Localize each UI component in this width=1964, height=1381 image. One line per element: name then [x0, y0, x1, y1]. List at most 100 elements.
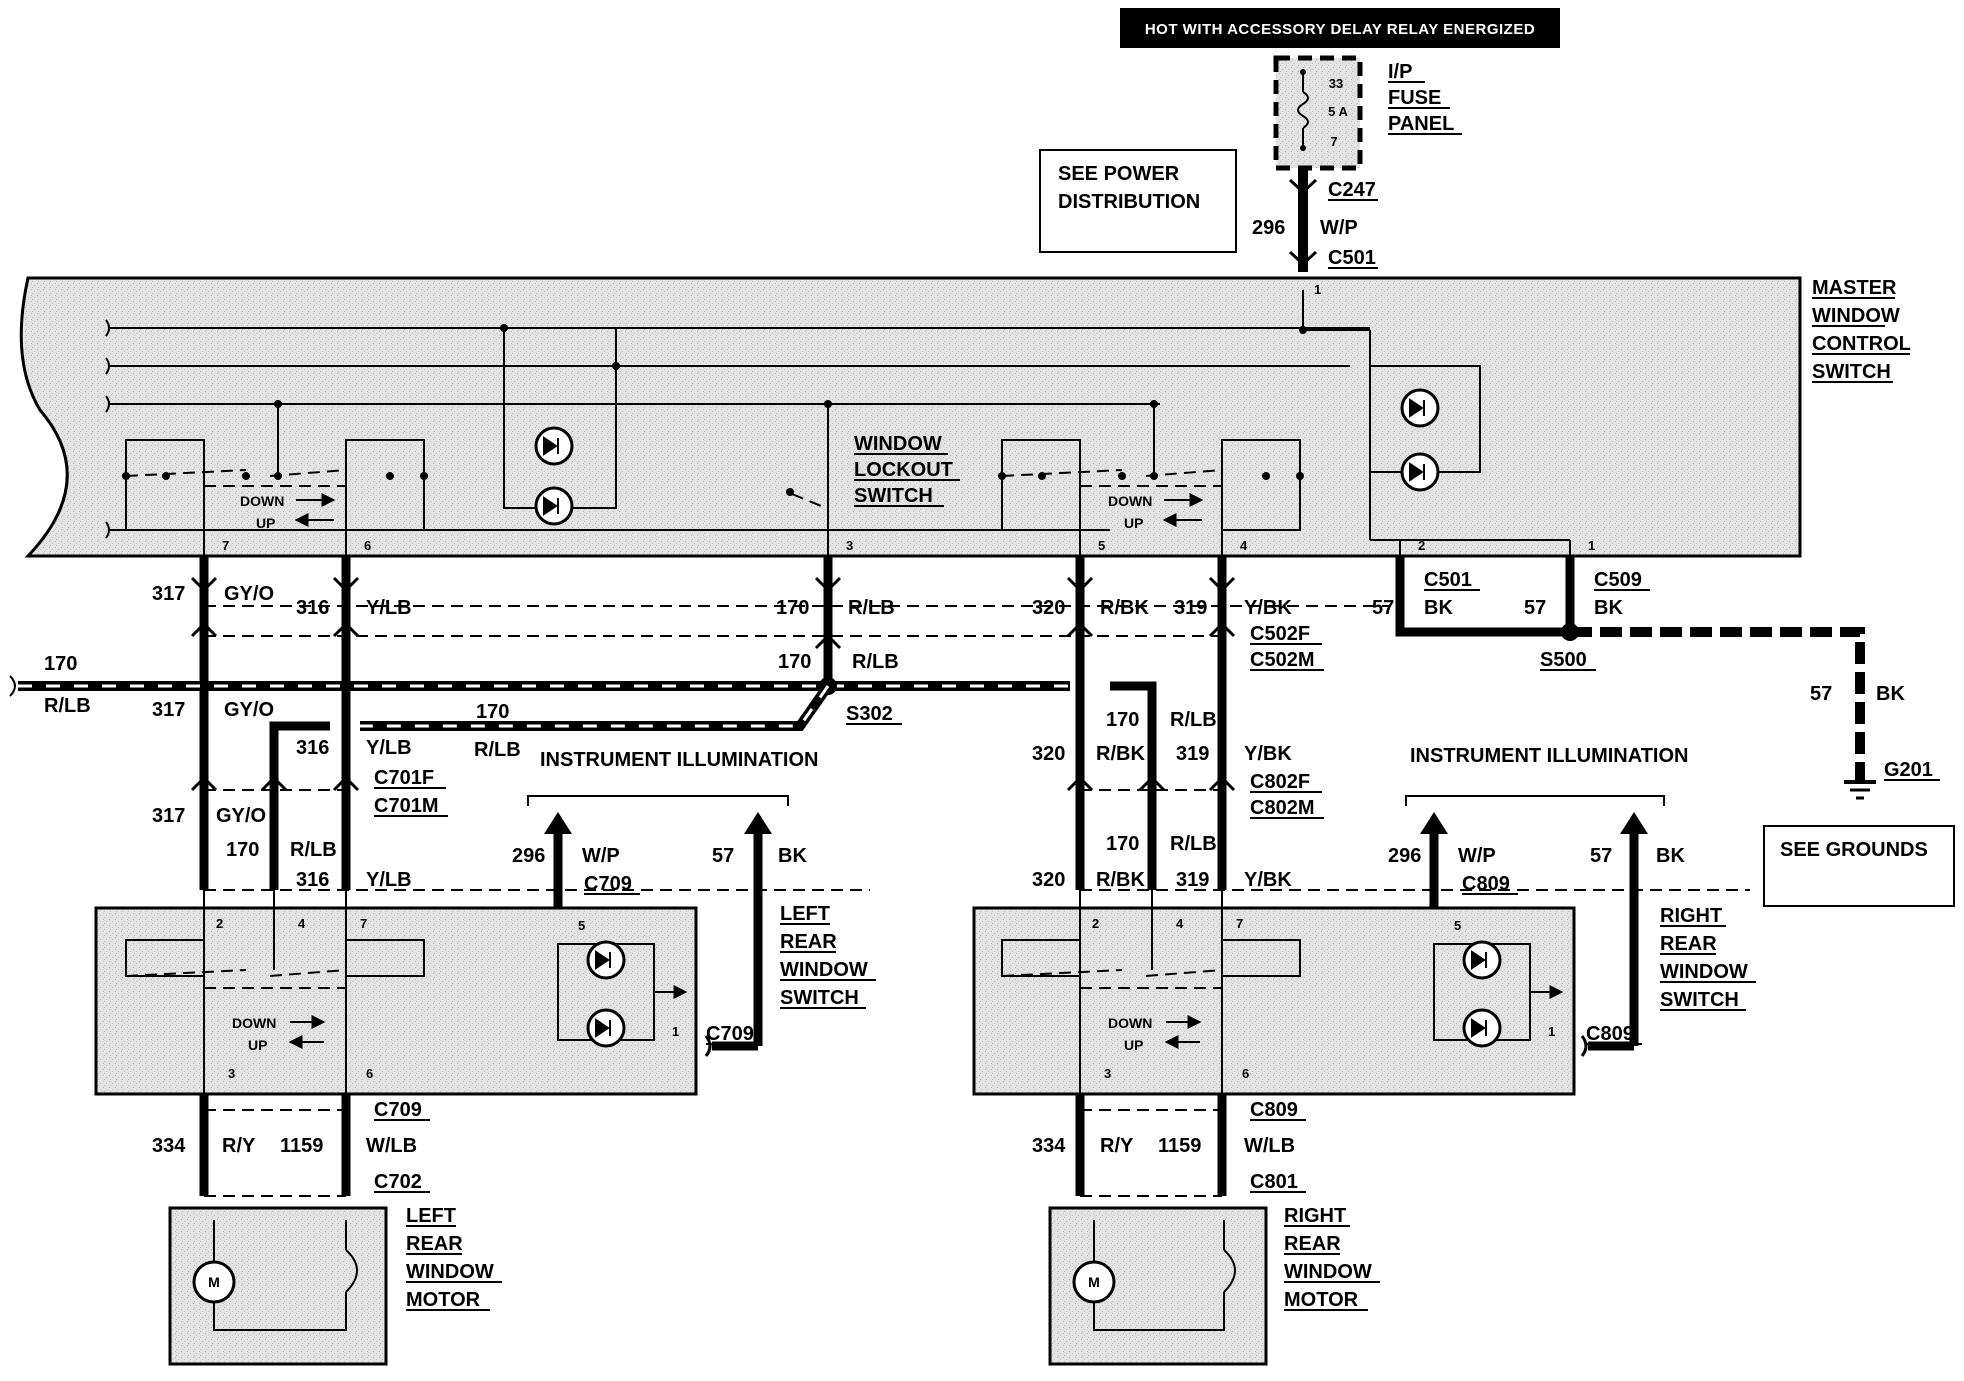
hot-banner [1120, 8, 1560, 48]
wire-296-color: W/P [1320, 217, 1358, 239]
master-pin: 3 [846, 538, 853, 553]
right-switch-label-1: RIGHT [1660, 905, 1722, 927]
wire-color: R/LB [44, 695, 91, 717]
lamp-icon [1462, 940, 1502, 980]
connector-c502m: C502M [1250, 649, 1314, 671]
left-pin: 2 [216, 916, 223, 931]
connector-c801: C801 [1250, 1171, 1298, 1193]
lockout-switch: WINDOW LOCKOUT SWITCH [786, 400, 960, 556]
wire-color: R/LB [474, 739, 521, 761]
left-switch-label-3: WINDOW [780, 959, 868, 981]
lamp-icon [1400, 388, 1440, 428]
right-pin: 3 [1104, 1066, 1111, 1081]
lockout-label-2: LOCKOUT [854, 459, 953, 481]
right-pin: 4 [1176, 916, 1184, 931]
wire-color: BK [1594, 597, 1623, 619]
wire-color: R/Y [222, 1135, 256, 1157]
wire-number: 57 [1590, 845, 1612, 867]
right-motor-label-1: RIGHT [1284, 1205, 1346, 1227]
lamp-icon [534, 486, 574, 526]
fuse-rating: 5 A [1328, 104, 1348, 119]
wire-number: 57 [1810, 683, 1832, 705]
wire-color: W/P [582, 845, 620, 867]
wire-color: W/LB [366, 1135, 417, 1157]
wire-number: 317 [152, 699, 185, 721]
right-motor-label-3: WINDOW [1284, 1261, 1372, 1283]
wire-number: 316 [296, 869, 329, 891]
fuse-panel-label-1: I/P [1388, 61, 1412, 83]
connector-c709-bottom: C709 [374, 1099, 422, 1121]
wire-number: 320 [1032, 743, 1065, 765]
connector-c709-top: C709 [584, 873, 632, 895]
illumination-left-label: INSTRUMENT ILLUMINATION [540, 749, 819, 771]
right-pin: 5 [1454, 918, 1461, 933]
master-right-up: UP [1124, 515, 1143, 531]
wire-color: GY/O [224, 699, 274, 721]
master-right-down: DOWN [1108, 493, 1152, 509]
connector-c501: C501 [1424, 569, 1472, 591]
lamp-icon [1462, 1008, 1502, 1048]
right-rear-section: 296 W/P C809 57 BK 170 R/LB 320 R/BK 319… [972, 812, 1756, 1366]
wire-color: R/LB [1170, 833, 1217, 855]
wire-color: BK [1424, 597, 1453, 619]
ground-icon [1844, 780, 1876, 800]
right-switch-label-2: REAR [1660, 933, 1717, 955]
wire-color: R/BK [1096, 743, 1145, 765]
fuse-icon [1297, 69, 1309, 151]
left-pin: 5 [578, 918, 585, 933]
connector-c802m: C802M [1250, 797, 1314, 819]
wire-number: 316 [296, 597, 329, 619]
illumination-right-label: INSTRUMENT ILLUMINATION [1410, 745, 1689, 767]
wire-number: 317 [152, 583, 185, 605]
connector-c709-side: C709 [706, 1023, 754, 1045]
motor-icon: M [192, 1260, 236, 1304]
master-pin: 4 [1240, 538, 1248, 553]
left-switch-label-2: REAR [780, 931, 837, 953]
wire-color: Y/LB [366, 737, 412, 759]
c247-label: C247 [1328, 179, 1376, 201]
right-motor-label-2: REAR [1284, 1233, 1341, 1255]
harness: 317 GY/O 316 Y/LB 170 R/LB 320 R/BK 319 … [9, 556, 1955, 907]
wire-color: R/BK [1100, 597, 1149, 619]
connector-c809-bottom: C809 [1250, 1099, 1298, 1121]
wire-color: W/P [1458, 845, 1496, 867]
master-right-switch: DOWN UP [998, 400, 1304, 556]
wire-number: 170 [226, 839, 259, 861]
wire-number: 316 [296, 737, 329, 759]
connector-c802f: C802F [1250, 771, 1310, 793]
right-switch-down: DOWN [1108, 1015, 1152, 1031]
right-switch-label-4: SWITCH [1660, 989, 1739, 1011]
splice-s500: S500 [1540, 649, 1587, 671]
connector-c701m: C701M [374, 795, 438, 817]
connector-c702: C702 [374, 1171, 422, 1193]
left-motor-label-1: LEFT [406, 1205, 456, 1227]
connector-c509: C509 [1594, 569, 1642, 591]
wire-number: 319 [1176, 869, 1209, 891]
lamp-icon [586, 940, 626, 980]
lockout-label-3: SWITCH [854, 485, 933, 507]
wire-number: 170 [778, 651, 811, 673]
wire-number: 320 [1032, 869, 1065, 891]
master-switch-body [19, 276, 1802, 558]
right-rear-switch-body [972, 906, 1576, 1096]
master-pin: 5 [1098, 538, 1105, 553]
wire-color: Y/LB [366, 597, 412, 619]
motor-icon: M [1072, 1260, 1116, 1304]
wire-color: Y/BK [1244, 743, 1292, 765]
connector-c809-top: C809 [1462, 873, 1510, 895]
right-motor-letter: M [1088, 1274, 1100, 1290]
wire-number: 170 [476, 701, 509, 723]
see-grounds-box [1763, 825, 1955, 907]
connector-c502f: C502F [1250, 623, 1310, 645]
right-pin: 6 [1242, 1066, 1249, 1081]
lockout-label-1: WINDOW [854, 433, 942, 455]
splice-s302: S302 [846, 703, 893, 725]
master-pin: 1 [1588, 538, 1595, 553]
master-label-1: MASTER [1812, 277, 1897, 299]
left-pin: 4 [298, 916, 306, 931]
connector-c701f: C701F [374, 767, 434, 789]
wire-color: GY/O [216, 805, 266, 827]
see-power-line1: SEE POWER [1058, 163, 1180, 185]
fuse-number-bottom: 7 [1330, 134, 1337, 149]
